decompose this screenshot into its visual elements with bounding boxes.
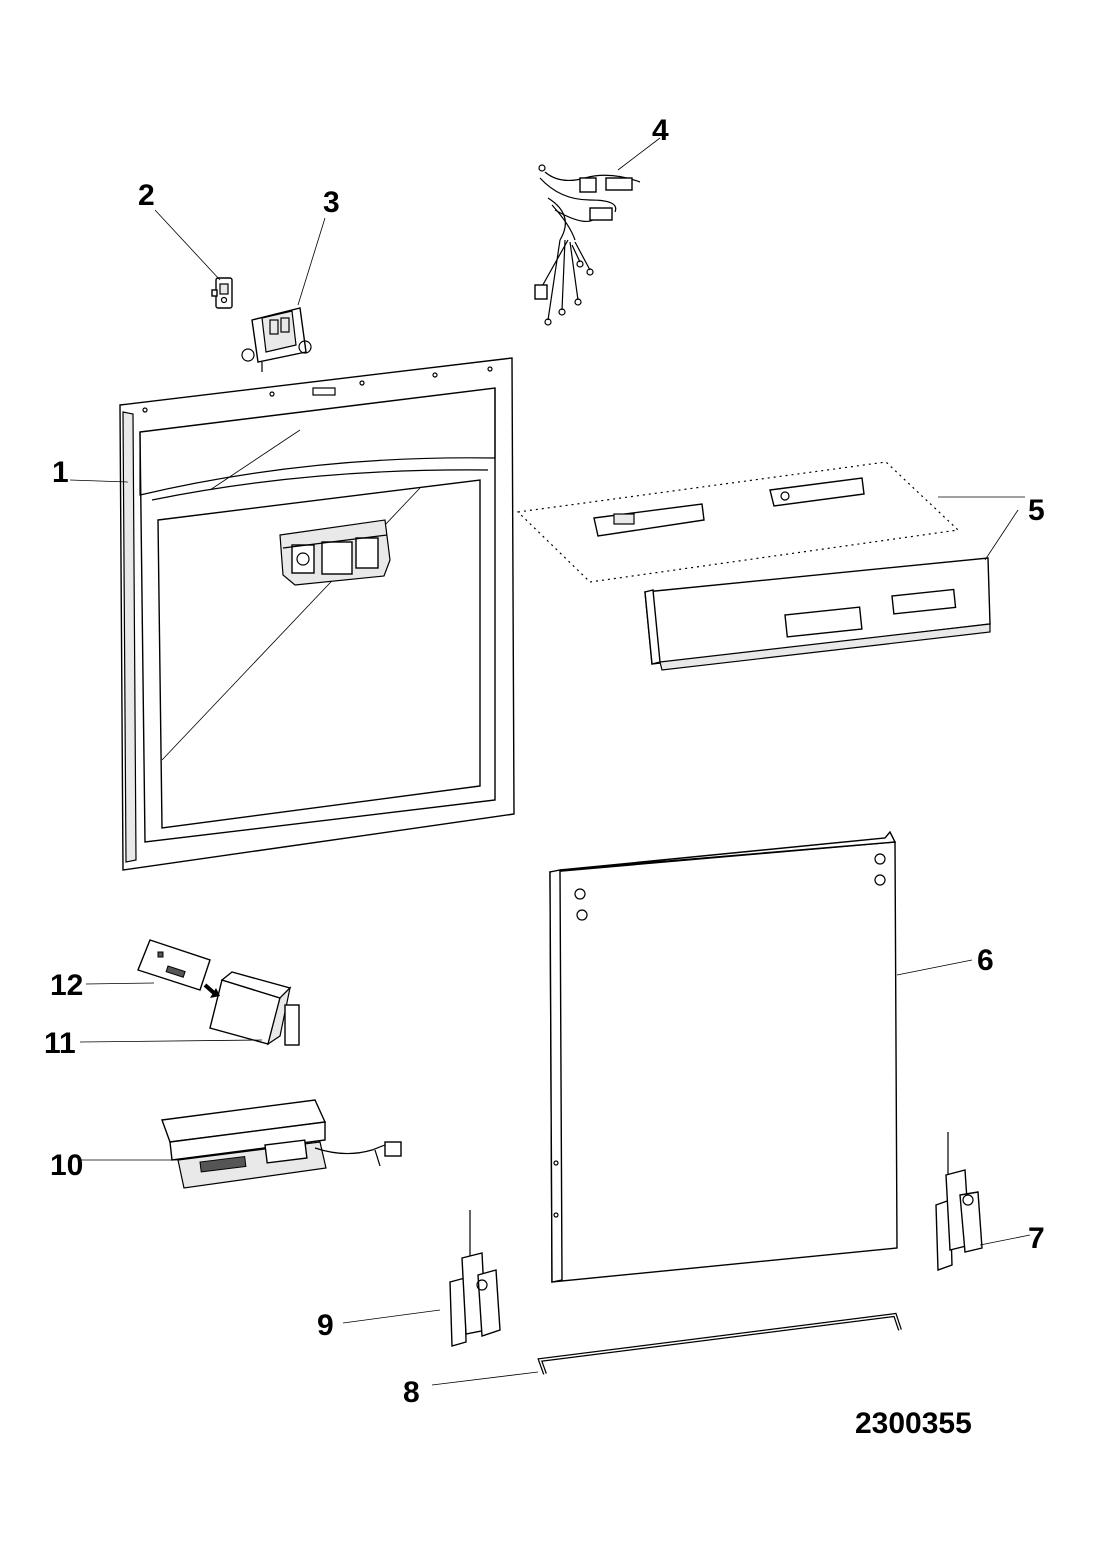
callout-1: 1: [52, 456, 69, 489]
callout-2: 2: [138, 179, 155, 212]
leader-8: [431, 1371, 539, 1386]
leader-1: [69, 479, 129, 483]
leader-5b: [984, 509, 1019, 561]
callout-12: 12: [50, 969, 83, 1002]
part-3-door-lock: [241, 307, 312, 372]
callout-4: 4: [652, 114, 669, 147]
control-panel-fascia: [644, 557, 991, 671]
part-2-switch: [211, 277, 233, 309]
callout-10: 10: [50, 1149, 83, 1182]
leader-2: [154, 209, 221, 281]
leader-9: [342, 1309, 441, 1324]
part-1-inner-door: [119, 357, 515, 871]
leader-6: [896, 959, 973, 976]
callout-9: 9: [317, 1309, 334, 1342]
control-board-left: [593, 503, 705, 537]
dispenser-assembly: [279, 519, 391, 586]
callout-7: 7: [1028, 1222, 1045, 1255]
callout-8: 8: [403, 1376, 420, 1409]
callout-3: 3: [323, 186, 340, 219]
leader-12: [85, 982, 155, 985]
leader-4: [617, 137, 661, 171]
document-number: 2300355: [855, 1407, 972, 1440]
part-9-hinge-left: [449, 1210, 501, 1347]
callout-5: 5: [1028, 494, 1045, 527]
control-board-right: [769, 477, 865, 507]
leader-lines: [69, 137, 1031, 1386]
part-12-label-card: [137, 939, 220, 998]
callout-6: 6: [977, 944, 994, 977]
part-4-wiring-harness: [534, 164, 641, 326]
leader-11: [79, 1039, 263, 1043]
leader-3: [297, 217, 326, 306]
part-10-electronic-module: [161, 1099, 402, 1189]
part-5-control-panel: [516, 461, 991, 671]
callout-11: 11: [44, 1027, 76, 1060]
part-7-hinge-right: [935, 1132, 983, 1271]
part-11-module-box: [209, 971, 300, 1046]
leader-7: [979, 1234, 1031, 1246]
callout-labels: 1 2 3 4 5 6 7 8 9 10 11 12: [44, 114, 1045, 1409]
part-8-rod: [537, 1312, 902, 1375]
part-6-outer-door-panel: [549, 830, 898, 1283]
